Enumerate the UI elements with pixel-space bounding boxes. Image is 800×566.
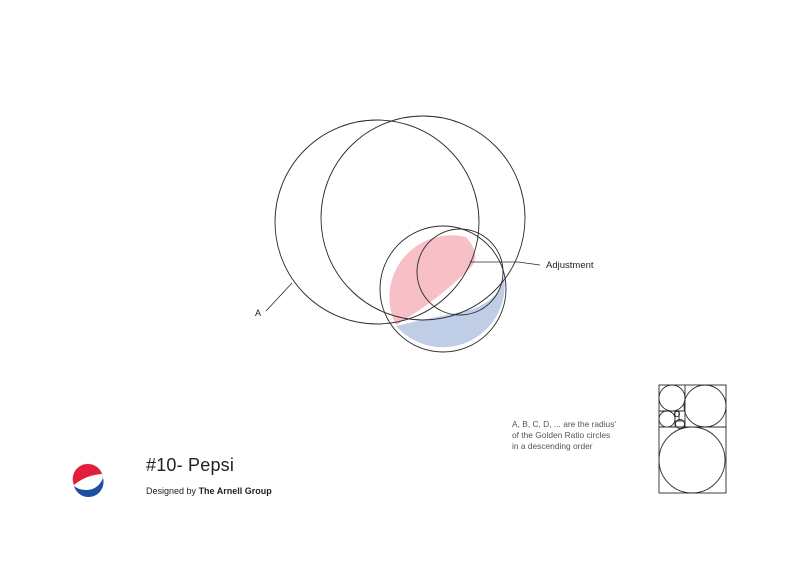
construction-circle-b: [320, 115, 526, 321]
pepsi-logo-icon: [72, 463, 104, 498]
callout-adjustment-line: [470, 261, 541, 266]
golden-ratio-grid-icon: [658, 384, 727, 494]
credit-author: The Arnell Group: [198, 486, 272, 496]
golden-ratio-note: A, B, C, D, ... are the radius' of the G…: [512, 419, 652, 452]
credit-prefix: Designed by: [146, 486, 197, 496]
page-title: #10- Pepsi: [146, 455, 235, 475]
note-line-2: of the Golden Ratio circles: [512, 430, 611, 440]
callout-a-label: A: [255, 308, 261, 318]
logo-circle: [379, 225, 507, 353]
callout-adjustment-label: Adjustment: [546, 260, 594, 271]
note-line-1: A, B, C, D, ... are the radius': [512, 419, 617, 429]
construction-circle-a: [274, 119, 480, 325]
callout-a-line: [265, 282, 293, 312]
blue-crescent: [396, 276, 505, 348]
adjustment-circle: [416, 228, 504, 316]
note-line-3: in a descending order: [512, 441, 593, 451]
red-region: [389, 235, 476, 325]
designer-credit: Designed by The Arnell Group: [146, 486, 272, 496]
